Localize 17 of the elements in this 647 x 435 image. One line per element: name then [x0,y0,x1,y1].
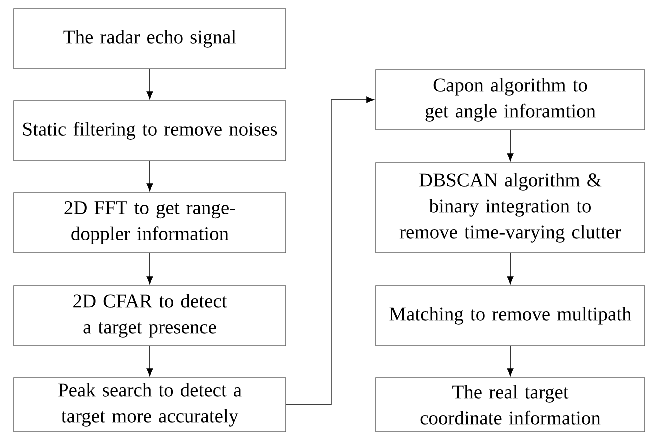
arrow [146,346,154,376]
process-box: DBSCAN algorithm & binary integration to remove time-varying clutter [376,162,646,254]
arrow [146,253,154,284]
process-box: The radar echo signal [14,8,286,70]
arrow [146,160,154,192]
process-box: Peak search to detect a target more accurately [14,378,286,432]
process-box: 2D CFAR to detect a target presence [14,286,286,346]
arrow [507,253,514,284]
arrow [507,130,514,162]
process-box: Static filtering to remove noises [14,100,286,162]
arrow [286,96,374,406]
process-box: Matching to remove multipath [376,286,646,346]
process-box: Capon algorithm to get angle inforamtion [376,70,646,130]
process-box: The real target coordinate information [376,378,646,432]
arrow [507,346,514,376]
process-box: 2D FFT to get range-doppler information [14,192,286,254]
arrow [146,69,154,100]
